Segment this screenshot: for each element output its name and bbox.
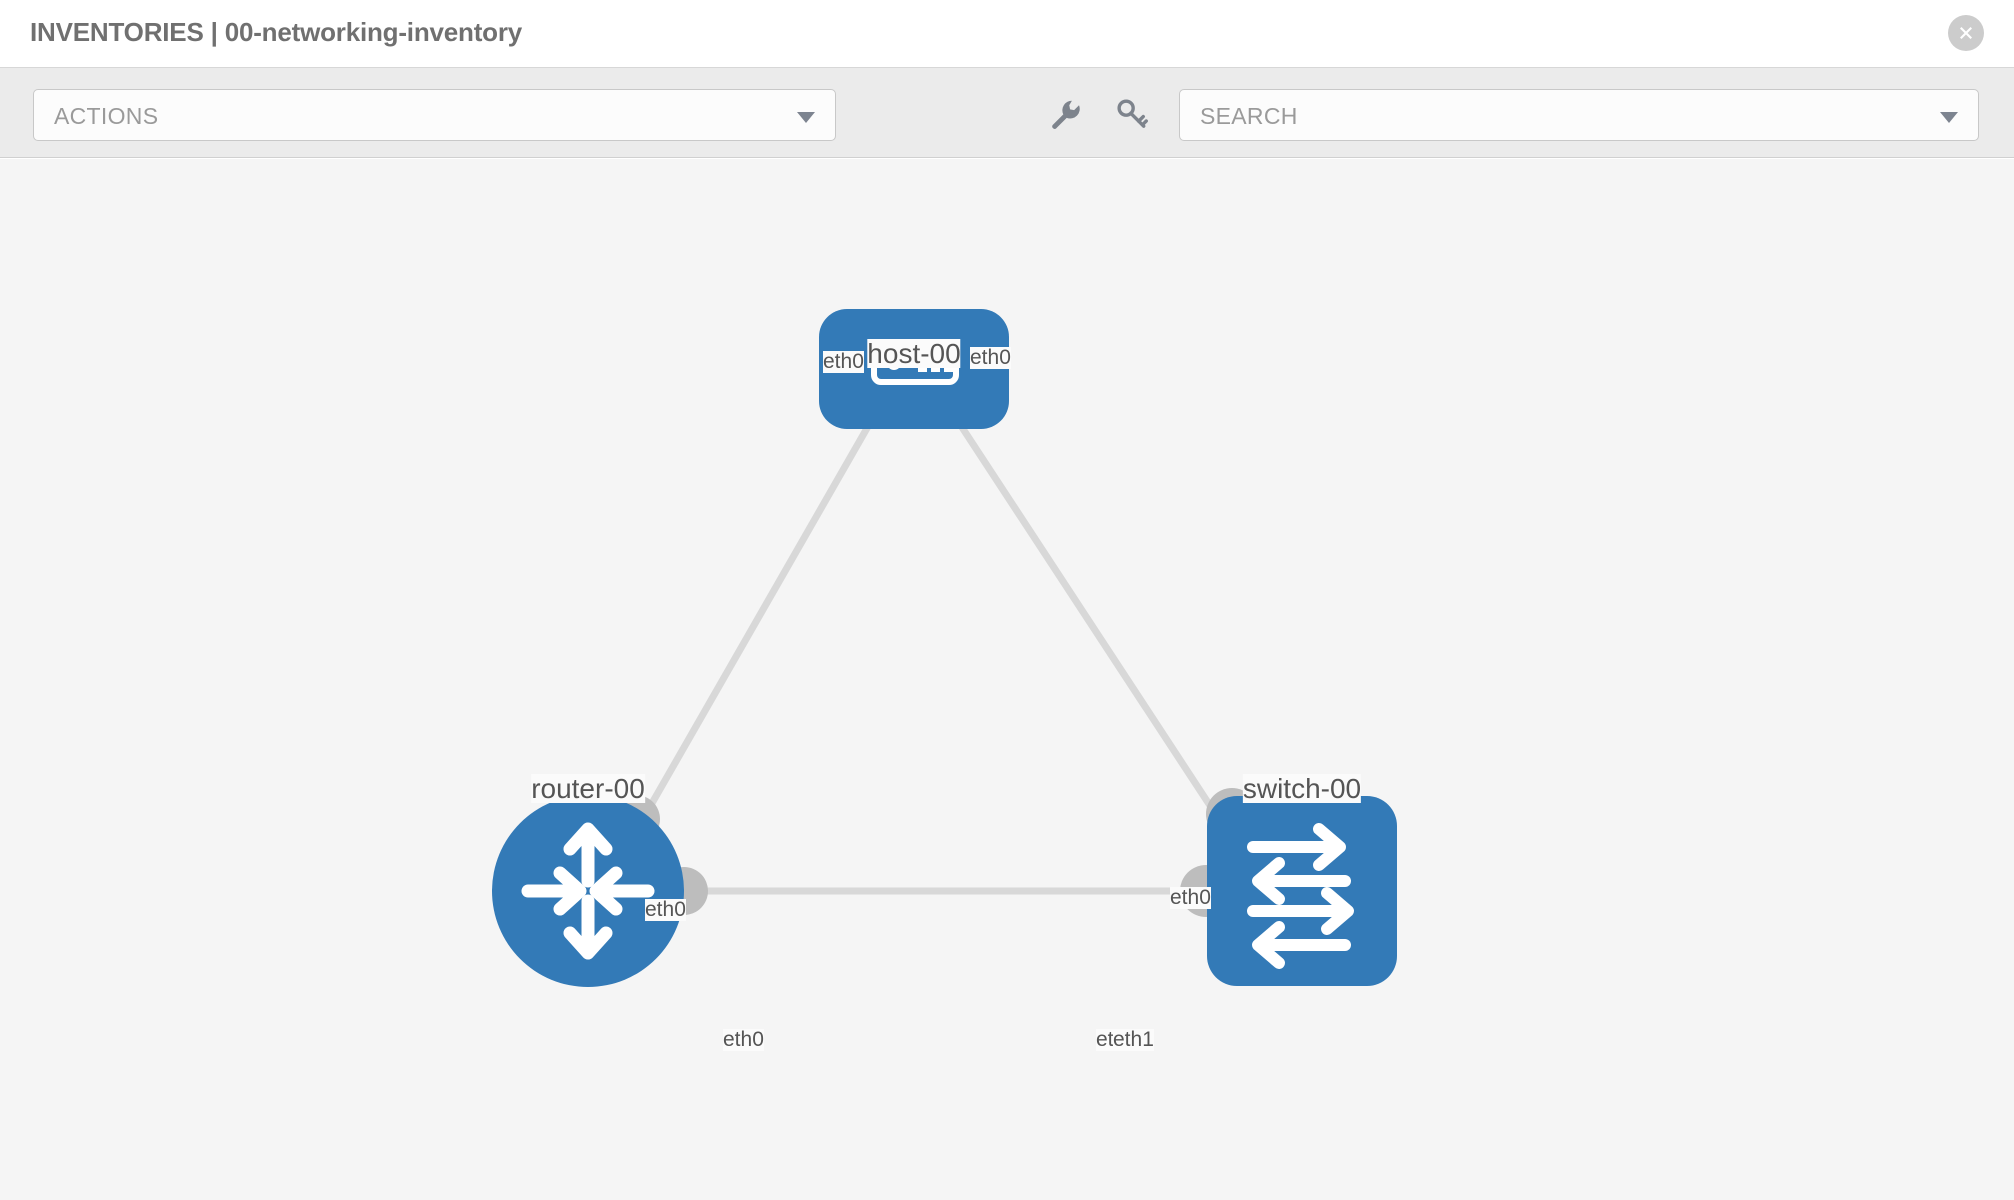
router-arrows-icon [521,822,655,960]
iface-label-switch-eth1: eth1 [1113,1028,1154,1052]
search-placeholder: SEARCH [1200,103,1298,129]
link-host-switch[interactable] [947,407,1248,861]
search-chevron-down-icon[interactable] [1940,112,1958,123]
chevron-down-icon [797,112,815,123]
node-label-switch-00: switch-00 [1242,773,1362,804]
topology-graph [492,309,1397,987]
wrench-icon [1052,100,1080,129]
iface-label-router-eth0-up: eth0 [645,898,686,922]
search-input[interactable]: SEARCH [1179,89,1979,141]
iface-label-router-eth0-right: eth0 [723,1028,764,1052]
switch-arrows-icon [1247,823,1354,969]
link-host-router[interactable] [616,407,882,861]
actions-dropdown[interactable]: ACTIONS [33,89,836,141]
toolbar: ACTIONS SEARCH [0,68,2014,158]
node-switch-00[interactable] [1207,796,1397,986]
node-router-00[interactable] [492,795,684,987]
iface-label-host-eth0-right: eth0 [970,346,1011,370]
close-button[interactable] [1948,15,1984,51]
key-button[interactable] [1107,90,1157,138]
page-title: INVENTORIES | 00-networking-inventory [30,17,523,47]
topology-canvas[interactable]: host-00 router-00 switch-00 eth0 eth0 et… [0,159,2014,1200]
iface-label-switch-eth0-up: eth0 [1170,886,1211,910]
title-bar: INVENTORIES | 00-networking-inventory [0,0,2014,68]
close-icon [1960,27,1972,39]
actions-dropdown-label: ACTIONS [54,103,159,129]
node-label-host-00: host-00 [867,338,961,369]
node-label-router-00: router-00 [531,773,645,804]
iface-label-host-eth0-left: eth0 [823,350,864,374]
wrench-button[interactable] [1040,90,1090,138]
key-icon [1117,99,1148,128]
